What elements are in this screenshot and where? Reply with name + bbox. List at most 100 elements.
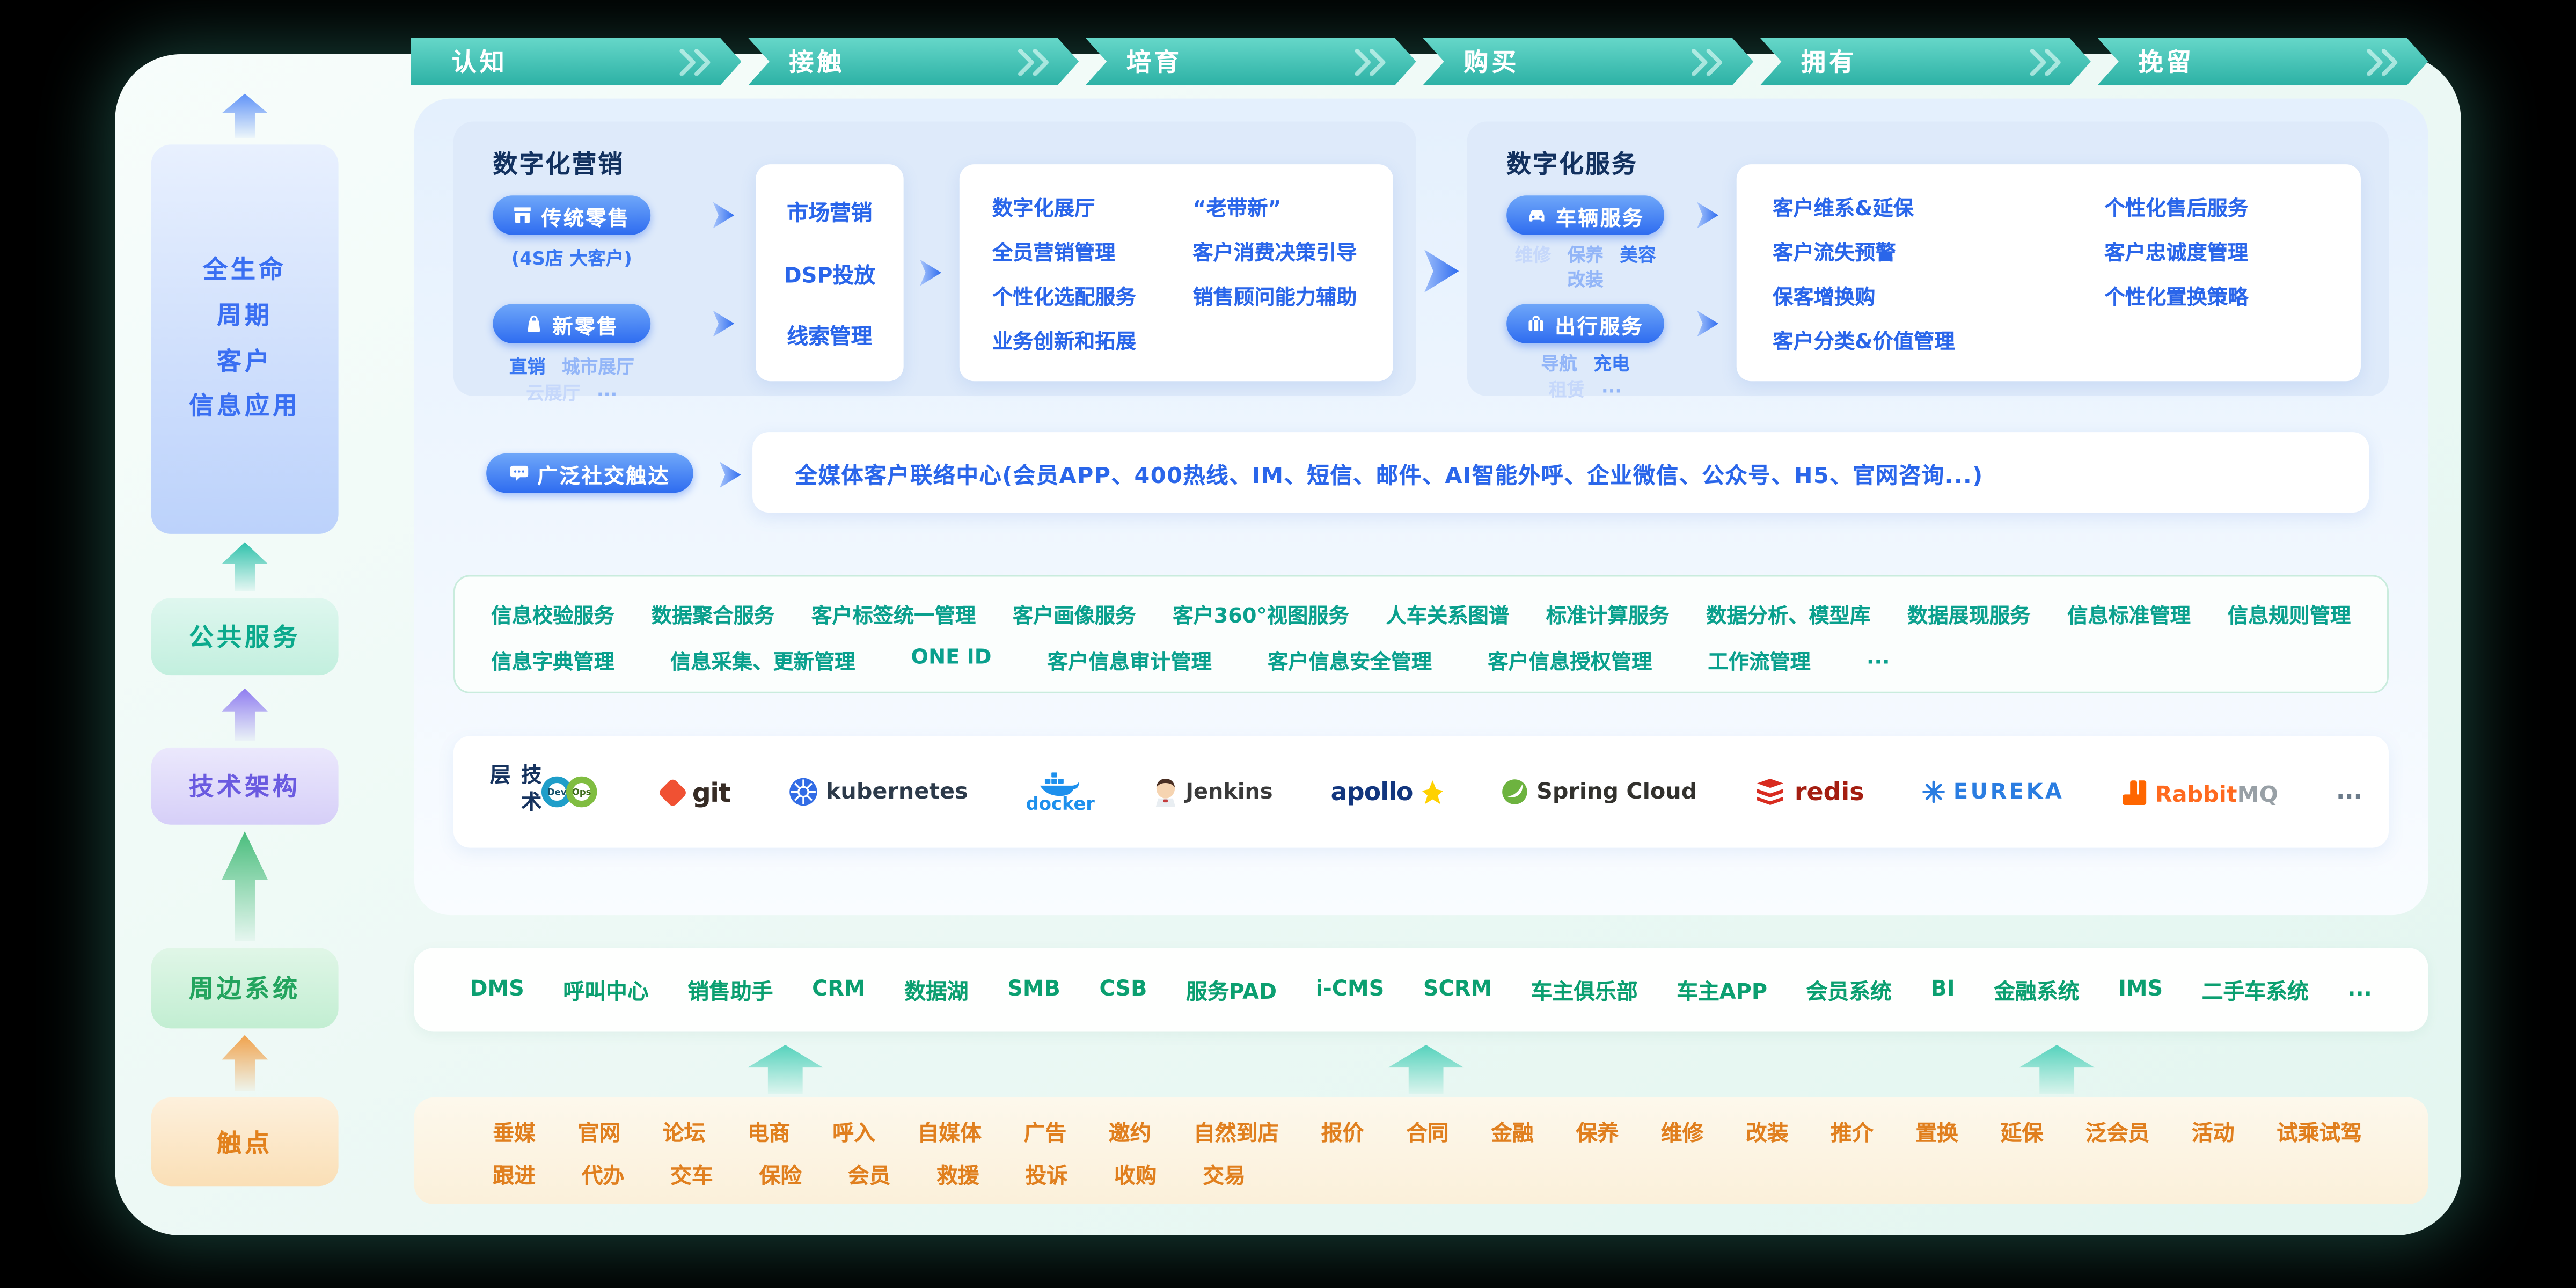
peripheral-system-item: 数据湖 [904,980,969,1006]
journey-stage: 拥有 [1760,38,2091,85]
new-retail-sub-item: 城市展厅 [561,356,634,378]
touchpoint-item: 泛会员 [2085,1122,2150,1147]
capability-item: 客户分类&价值管理 [1773,328,1955,354]
travel-sub-item: 租赁 [1548,379,1585,401]
flow-arrow-icon [713,202,735,229]
left-box-peripheral: 周边系统 [151,948,339,1029]
public-service-item: 数据聚合服务 [651,603,775,628]
new-retail-pill: 新零售 [493,304,651,343]
marketing-to-service-arrow-icon [1424,250,1459,292]
public-service-item: 客户信息授权管理 [1488,649,1652,674]
journey-stage-label: 挽留 [2138,47,2194,77]
devops-infinity-icon: Dev Ops [541,776,597,808]
public-service-item: 信息规则管理 [2227,603,2351,628]
left-box-lifecycle: 全生命周期客户信息应用 [151,144,339,534]
journey-stage: 接触 [748,38,1079,85]
customer-journey-bar: 认知 接触 培育 [411,38,2428,85]
touchpoint-item: 维修 [1660,1122,1704,1147]
docker-whale-icon [1041,771,1080,795]
vehicle-sub-item: 保养 [1567,245,1604,266]
public-service-item: ONE ID [911,643,992,669]
lifecycle-line: 信息应用 [188,391,301,421]
public-service-item: ... [1866,643,1890,669]
flow-arrow-icon [713,310,735,337]
public-services-card: 信息校验服务数据聚合服务客户标签统一管理客户画像服务客户360°视图服务人车关系… [453,575,2389,693]
traditional-retail-sub: (4S店 大客户) [511,248,632,270]
touchpoint-item: 自然到店 [1193,1122,1279,1147]
lifecycle-line: 周期 [217,300,273,330]
tech-logo-eureka: EUREKA [1922,780,2065,804]
redis-stack-icon [1757,779,1784,805]
capability-item: 客户流失预警 [1773,239,1896,265]
touchpoints-card: 垂媒官网论坛电商呼入自媒体广告邀约自然到店报价合同金融保养维修改装推介置换延保泛… [414,1097,2428,1204]
public-service-item: 客户信息安全管理 [1267,649,1432,674]
service-capabilities-right: 个性化售后服务客户忠诚度管理个性化置换策略 [2104,184,2248,362]
vehicle-subs-line2: 改装 [1480,266,1690,292]
git-wordmark: git [692,776,731,808]
spring-leaf-icon [1503,779,1528,804]
touchpoint-item: 邀约 [1108,1122,1152,1147]
social-reach-label: 广泛社交触达 [537,462,670,487]
peripheral-system-item: IMS [2118,977,2163,1002]
peripheral-system-item: SCRM [1423,977,1492,1002]
public-service-item: 人车关系图谱 [1386,603,1510,628]
journey-stage-label: 接触 [789,47,845,77]
peripheral-system-item: 服务PAD [1186,980,1277,1006]
eureka-star-icon [1922,780,1945,803]
touchpoint-item: 改装 [1745,1122,1789,1147]
touchpoint-item: 保养 [1576,1122,1619,1147]
vehicle-sub-item: 维修 [1514,245,1551,266]
travel-sub-item: 导航 [1541,353,1577,375]
git-icon [658,777,689,807]
double-chevron-icon [1689,49,1725,76]
new-retail-subs-line2: 云展厅... [466,379,677,406]
technology-logos-row: Dev Ops git kuber [539,736,2362,847]
peripheral-system-item: 车主APP [1677,980,1768,1006]
peripheral-system-item: BI [1930,977,1955,1002]
vehicle-sub-item: 美容 [1620,245,1656,266]
public-service-item: 信息字典管理 [491,649,614,674]
new-retail-sub-item: ... [596,379,618,401]
rabbitmq-icon [2122,779,2146,804]
flow-arrow-icon [920,259,942,286]
tech-logo-spring-cloud: Spring Cloud [1502,779,1697,805]
tech-logo-docker: docker [1026,770,1095,814]
vehicle-service-pill: 车辆服务 [1506,195,1665,235]
capability-item: 销售顾问能力辅助 [1192,284,1357,309]
capability-item: 客户维系&延保 [1773,195,1914,221]
public-service-item: 信息标准管理 [2067,603,2191,628]
technology-layer-label: 技术层 [486,764,543,818]
peripheral-system-item: SMB [1007,977,1060,1002]
capability-item: “老带新” [1192,195,1282,221]
public-service-item: 信息校验服务 [491,603,614,628]
marketing-capabilities-left: 数字化展厅全员营销管理个性化选配服务业务创新和拓展 [992,184,1170,362]
journey-stage-label: 购买 [1463,47,1520,77]
public-service-item: 客户画像服务 [1012,603,1136,628]
capability-item: 业务创新和拓展 [992,328,1136,354]
vehicle-subs-line1: 维修保养美容 [1480,241,1690,268]
chat-bubble-icon [510,465,529,481]
new-retail-label: 新零售 [552,313,619,338]
new-retail-subs-line1: 直销城市展厅 [466,353,677,379]
left-box-tech-arch: 技术架构 [151,747,339,825]
capability-item: 数字化展厅 [992,195,1095,221]
peripheral-system-item: 销售助手 [687,980,773,1006]
service-capabilities-card: 客户维系&延保客户流失预警保客增换购客户分类&价值管理 个性化售后服务客户忠诚度… [1736,164,2361,382]
tech-logo-apollo: apollo [1331,777,1444,807]
left-box-public-service: 公共服务 [151,598,339,676]
peripheral-system-item: DMS [470,977,524,1002]
public-service-item: 客户360°视图服务 [1173,603,1349,628]
funnel-item: 市场营销 [787,201,873,226]
peripheral-system-item: 车主俱乐部 [1531,980,1638,1006]
peripheral-system-item: 会员系统 [1806,980,1892,1006]
kubernetes-wordmark: kubernetes [825,779,968,805]
svg-text:Ops: Ops [572,787,591,797]
car-icon [1529,210,1545,222]
touchpoint-item: 电商 [748,1122,791,1147]
eureka-wordmark: EUREKA [1953,779,2065,804]
flow-arrow-icon [719,462,741,488]
left-box-touchpoint: 触点 [151,1097,339,1187]
double-chevron-icon [677,49,713,76]
capability-item: 客户消费决策引导 [1192,239,1357,265]
